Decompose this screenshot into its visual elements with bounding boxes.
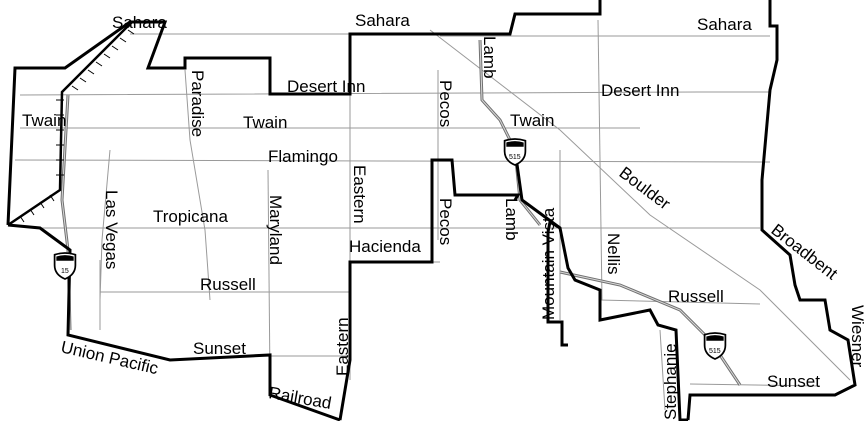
label-maryland: Maryland (266, 195, 285, 265)
sahara-street-line (130, 33, 770, 37)
label-railroad: Railroad (267, 383, 333, 413)
label-pecos-south: Pecos (436, 198, 455, 245)
district-boundary (6, 0, 857, 421)
label-desert-inn-east: Desert Inn (601, 81, 679, 100)
label-stephanie: Stephanie (661, 343, 680, 420)
label-lamb-south: Lamb (502, 198, 521, 241)
label-sunset-west: Sunset (193, 339, 246, 358)
label-las-vegas: Las Vegas (102, 190, 121, 269)
russell-street-line (100, 291, 761, 305)
label-twain-east: Twain (510, 111, 554, 130)
interstate-shield-icon: 515 (503, 138, 527, 166)
label-russell-east: Russell (668, 287, 724, 306)
label-desert-inn-west: Desert Inn (287, 77, 365, 96)
railroad-line (7, 21, 135, 227)
label-boulder: Boulder (616, 163, 675, 214)
desert-inn-street-line (19, 91, 770, 96)
street-labels: Sahara Sahara Sahara Desert Inn Desert I… (22, 11, 864, 420)
svg-text:515: 515 (509, 154, 521, 161)
label-mountain-vista: Mountain Vista (539, 207, 558, 320)
label-eastern-south: Eastern (333, 317, 352, 376)
label-sahara-east: Sahara (697, 15, 752, 34)
interstate-shield-icon: 515 (703, 332, 727, 360)
label-pecos-north: Pecos (436, 80, 455, 127)
paradise-street-line (184, 69, 211, 301)
sunset-street-line (270, 355, 821, 387)
label-twain-center: Twain (243, 113, 287, 132)
label-sunset-east: Sunset (767, 372, 820, 391)
label-tropicana: Tropicana (153, 207, 229, 226)
maryland-street-line (267, 169, 271, 381)
interstate-shield-icon: 15 (53, 252, 77, 280)
flamingo-street-line (14, 159, 771, 163)
svg-text:515: 515 (709, 348, 721, 355)
label-nellis: Nellis (604, 233, 623, 275)
label-russell-west: Russell (200, 275, 256, 294)
label-flamingo: Flamingo (268, 147, 338, 166)
las-vegas-blvd-line (99, 149, 111, 301)
label-hacienda: Hacienda (349, 237, 421, 256)
label-broadbent: Broadbent (768, 220, 842, 283)
label-twain-west: Twain (22, 111, 66, 130)
district-boundary-inner (513, 149, 561, 230)
stephanie-street-line (659, 329, 666, 411)
label-sahara-west: Sahara (112, 13, 167, 32)
label-wiesner: Wiesner (848, 305, 864, 368)
svg-text:15: 15 (61, 268, 69, 275)
boulder-hwy-line (429, 29, 851, 381)
label-paradise: Paradise (188, 70, 207, 137)
label-union-pacific: Union Pacific (59, 337, 160, 378)
label-sahara-center: Sahara (355, 11, 410, 30)
label-eastern-north: Eastern (350, 165, 369, 224)
label-lamb-north: Lamb (480, 36, 499, 79)
nellis-street-line (597, 19, 603, 301)
